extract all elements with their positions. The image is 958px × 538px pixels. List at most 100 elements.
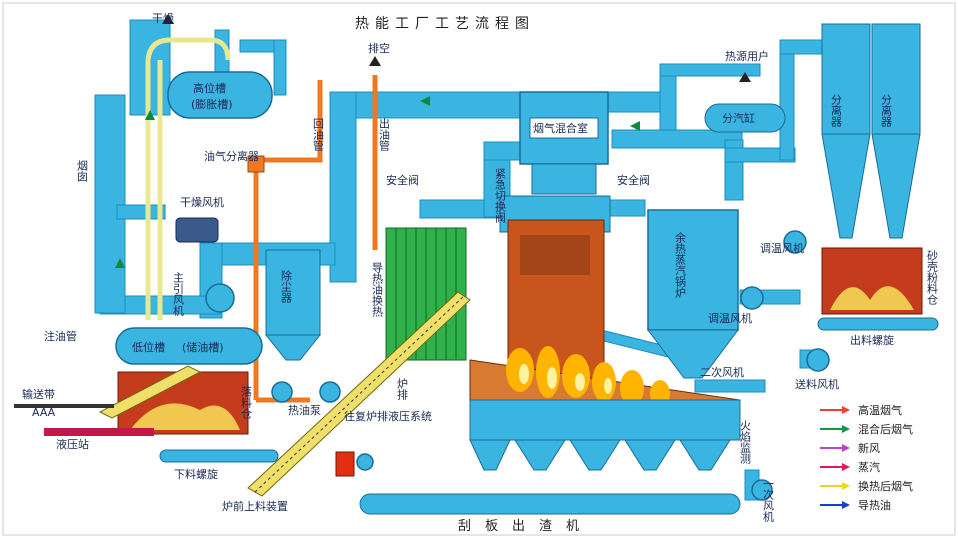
furnace-feeder-label: 炉前上料装置: [222, 499, 288, 513]
arrow-dryer: [145, 110, 155, 120]
legend-item: 混合后烟气: [820, 422, 913, 436]
ash-hoppers: [469, 399, 741, 471]
fuel-pile: [130, 403, 240, 430]
feed-screw-label: 下料螺旋: [174, 467, 218, 481]
dry-exhaust-label: 干燥: [152, 12, 174, 25]
arrow-dry-exhaust: [162, 14, 174, 24]
arrow-chimney: [115, 258, 125, 268]
feed-fan: [806, 348, 830, 372]
dry-fan-pipe: [116, 204, 166, 220]
temp-fan-label: 调温风机: [760, 241, 804, 255]
hydraulic-station-bar: [44, 428, 154, 436]
arrow-heat-user: [739, 72, 751, 82]
flame-cores: [519, 364, 612, 394]
heat-exchanger-label: 导热油换热: [371, 262, 384, 318]
legend-arrow-icon: [842, 482, 850, 490]
emergency-valve-label: 紧急切换阀: [494, 168, 507, 224]
oil-gas-separator-body: [247, 155, 265, 173]
hydraulic-system-box: [335, 451, 355, 477]
legend-label: 导热油: [858, 498, 891, 512]
separator-2-label: 分离器: [880, 94, 893, 128]
primary-fan: [751, 479, 773, 501]
return-oil-pipe-label: 回油管: [312, 118, 325, 152]
steam-distributor: 分汽缸: [704, 103, 786, 133]
legend-label: 蒸汽: [858, 460, 880, 474]
furnace-feeder: [247, 291, 471, 497]
hot-oil-pump-1: [271, 381, 293, 403]
sawdust-pile: [830, 286, 914, 310]
dust-collector-body: [265, 249, 321, 336]
arrow-top-flue: [420, 96, 430, 106]
conveyor-belt-small: [98, 365, 202, 419]
legend-label: 换热后烟气: [858, 479, 913, 493]
separator-1-cone: [821, 133, 871, 239]
legend-label: 混合后烟气: [858, 422, 913, 436]
return-oil-pipe-line: [256, 80, 323, 163]
waste-heat-boiler: 余热蒸汽锅炉: [647, 209, 739, 379]
feed-screw-body: [159, 449, 279, 463]
legend-arrow-icon: [842, 444, 850, 452]
legend-arrow-icon: [842, 425, 850, 433]
mixing-box-label: 烟气混合室: [533, 121, 588, 135]
separator-1-label: 分离器: [830, 94, 843, 128]
furnace-smoke: [520, 235, 590, 275]
sawdust-bin: [821, 247, 923, 315]
high-tank-sub-label: (膨胀槽): [191, 97, 233, 111]
slag-machine-label: 刮板出渣机: [458, 519, 593, 534]
arrow-smoke-exhaust: [369, 56, 381, 66]
legend-label: 新风: [858, 441, 880, 455]
arrow-boiler: [630, 121, 640, 131]
steam-distributor-body: [704, 103, 786, 133]
outlet-screw-body: [817, 317, 939, 331]
discharge-bin-label: 落料仓: [240, 386, 253, 419]
dust-collector-hopper: [264, 334, 322, 361]
legend-item: 高温烟气: [820, 403, 902, 417]
dryer-pipe-down: [273, 39, 287, 96]
waste-heat-boiler-label: 余热蒸汽锅炉: [674, 231, 687, 299]
flame-monitor-label: 火焰监测: [739, 420, 752, 465]
chimney-body: [94, 94, 126, 314]
dry-fan-motor: [175, 217, 219, 243]
outlet-screw-label: 出料螺旋: [850, 333, 894, 347]
exhaust-arrows: [162, 14, 751, 82]
separators: [821, 23, 921, 239]
separator-riser: [779, 39, 795, 161]
oil-gas-separator-label: 油气分离器: [204, 149, 259, 163]
feed-fan-label: 送料风机: [795, 377, 839, 391]
low-tank-sub-label: (储油槽): [182, 340, 224, 354]
safety-valve-label-1: 安全阀: [386, 173, 419, 187]
outlet-oil-pipe-label: 出油管: [378, 117, 391, 152]
slag-conveyor: [359, 493, 741, 515]
legend-label: 高温烟气: [858, 403, 902, 417]
high-tank-body: [167, 71, 273, 119]
low-tank-body: [115, 327, 263, 365]
fans: [205, 230, 830, 501]
diagram-title: 热能工厂工艺流程图: [355, 16, 535, 32]
dry-fan-label: 干燥风机: [180, 195, 224, 209]
heat-user-pipe: [659, 63, 761, 77]
mixing-box: 烟气混合室: [519, 91, 609, 195]
legend-arrow-icon: [842, 501, 850, 509]
separator-1-body: [821, 23, 871, 135]
air-fan-label: 调温风机: [708, 311, 752, 325]
hydraulic-pump: [356, 453, 374, 471]
ash-box: [469, 399, 741, 441]
legend-item: 新风: [820, 441, 880, 455]
grate-label: 炉排: [396, 378, 409, 401]
sawdust-bin-label: 砂壳粉料仓: [926, 250, 939, 305]
furnace-to-boiler: [604, 199, 646, 217]
high-tank: 高位槽 (膨胀槽): [167, 71, 273, 119]
boiler-hopper: [647, 329, 739, 379]
boiler-body: [647, 209, 739, 331]
hydraulic-station-label: 液压站: [56, 437, 89, 451]
safety-valve-label-2: 安全阀: [617, 173, 650, 187]
mixing-box-neck: [531, 163, 597, 195]
main-fan: [205, 283, 235, 313]
secondary-air-pipe: [694, 379, 766, 393]
legend-arrow-icon: [842, 406, 850, 414]
main-fan-label: 主引风机: [172, 272, 185, 316]
